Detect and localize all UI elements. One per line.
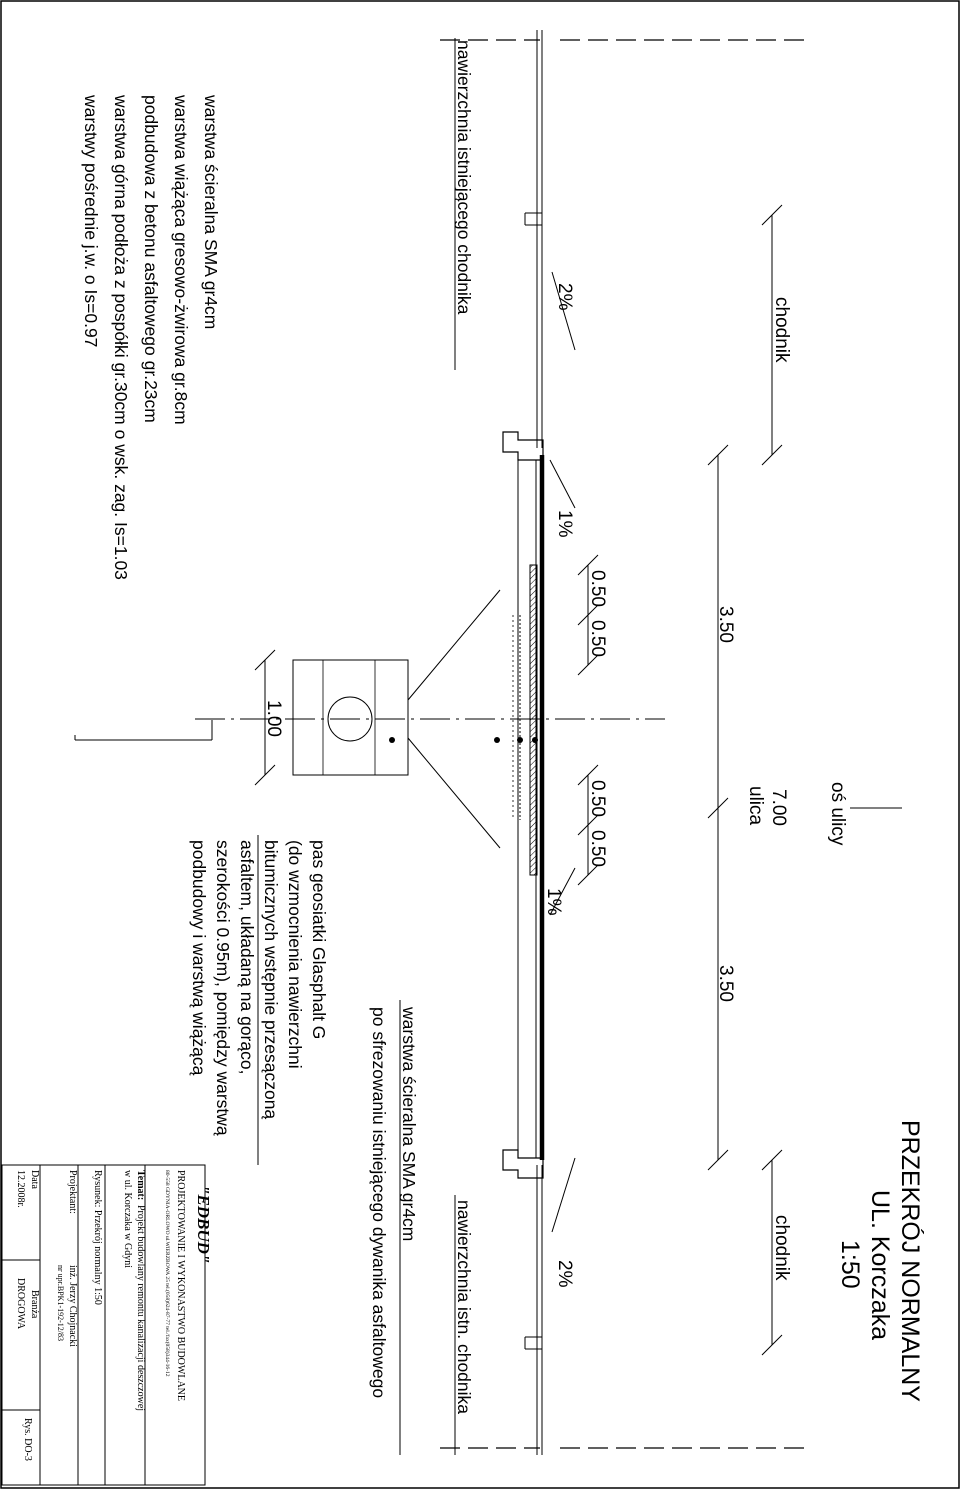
layer-1: warstwa ścieralna SMA gr4cm [201,94,221,329]
drawing-title: PRZEKRÓJ NORMALNY UL. Korczaka 1:50 [836,1120,925,1402]
tb-rysunek: Rysunek: Przekrój normalny 1:50 [92,1170,103,1305]
dim-lane-left: 3.50 [715,606,736,643]
label-chodnik-left: chodnik [771,297,792,363]
tb-projektant-name: inż. Jerzy Chojnacki [67,1265,78,1347]
label-right-wearing: warstwa ścieralna SMA gr4cm [399,1006,419,1241]
dim-well: 1.00 [263,700,284,737]
tb-company: "EDBUD" [194,1185,213,1263]
leader-lines [74,38,456,1455]
geogrid-line-4: asfaltem, układaną na gorąco, [237,840,257,1074]
title-block-text: "EDBUD" PROJEKTOWANIE I WYKONASTWO BUDOW… [15,1170,213,1461]
slope-sidewalk-right: 2% [554,1260,575,1288]
label-os-ulicy: oś ulicy [827,782,848,846]
layer-4: warstwa górna podłoża z pospółki gr.30cm… [111,94,131,580]
sidewalk-left [440,30,810,448]
dim-050-4: 0.50 [587,830,608,867]
dim-050-1: 0.50 [587,570,608,607]
layer-5: warstwy pośrednie j.w. o Is=0.97 [81,94,101,347]
geogrid-strip [529,564,538,876]
tb-temat-line1: Projekt budowlany remontu kanalizacji de… [135,1205,146,1411]
geogrid-note: pas geosiatki Glasphalt G (do wzmocnieni… [189,840,329,1136]
dim-street-total: 7.00 [768,789,789,826]
sidewalk-right [440,1165,810,1455]
dimension-lines [254,204,783,1356]
layer-3: podbudowa z betonu asfaltowego gr.23cm [141,95,161,423]
layers-list: warstwa ścieralna SMA gr4cm warstwa wiąż… [81,94,221,580]
title-line3: 1:50 [836,1240,864,1289]
dim-050-2: 0.50 [587,620,608,657]
label-left-existing: nawierzchnia istniejącego chodnika [454,40,474,315]
tb-projektant-label: Projektant: [67,1170,78,1214]
tb-temat-label: Temat: [135,1170,146,1200]
tb-rys: Rys. DO-3 [22,1418,33,1461]
slope-road-right: 1% [543,888,564,916]
layer-2: warstwa wiążąca gresowo-żwirowa gr.8cm [171,94,191,425]
tb-company-sub: PROJEKTOWANIE I WYKONASTWO BUDOWLANE [175,1170,186,1401]
slope-road-left: 1% [554,510,575,538]
geogrid-line-6: podbudowy i warstwą wiążącą [189,840,209,1076]
geogrid-line-2: (do wzmocnienia nawierzchni [285,840,305,1069]
slope-sidewalk-left: 2% [554,283,575,311]
tb-data-label: Data [29,1170,40,1189]
tb-branza-label: Branża [29,1290,40,1319]
tb-projektant-nr: nr upr.BPK1-192-12/83 [56,1265,65,1341]
geogrid-line-5: szerokości 0.95m), pomiędzy warstwą [213,840,233,1136]
geogrid-line-3: bitumicznych wstępnie przesączoną [261,840,281,1119]
dim-lane-right: 3.50 [715,965,736,1002]
title-block [1,1164,206,1486]
dim-050-3: 0.50 [587,780,608,817]
manhole [292,589,538,849]
tb-branza-value: DROGOWA [15,1278,26,1330]
tb-address: 80-558 GDYNIA-ORLOWO ul.WIERZBOWA 25 tel… [164,1170,171,1377]
label-right-wearing-sub: po sfrezowaniu istniejącego dywanika asf… [369,1007,389,1398]
slope-arrows [549,271,576,1233]
geogrid-line-1: pas geosiatki Glasphalt G [309,840,329,1039]
label-chodnik-right: chodnik [771,1215,792,1281]
title-line2: UL. Korczaka [866,1190,894,1340]
tb-data-value: 12.2008r. [15,1170,26,1208]
label-right-existing: nawierzchnia istn. chodnika [454,1200,474,1414]
tb-temat-line2: w ul. Korczaka w Gdyni [122,1170,133,1268]
label-ulica: ulica [745,786,766,826]
title-line1: PRZEKRÓJ NORMALNY [896,1120,925,1402]
